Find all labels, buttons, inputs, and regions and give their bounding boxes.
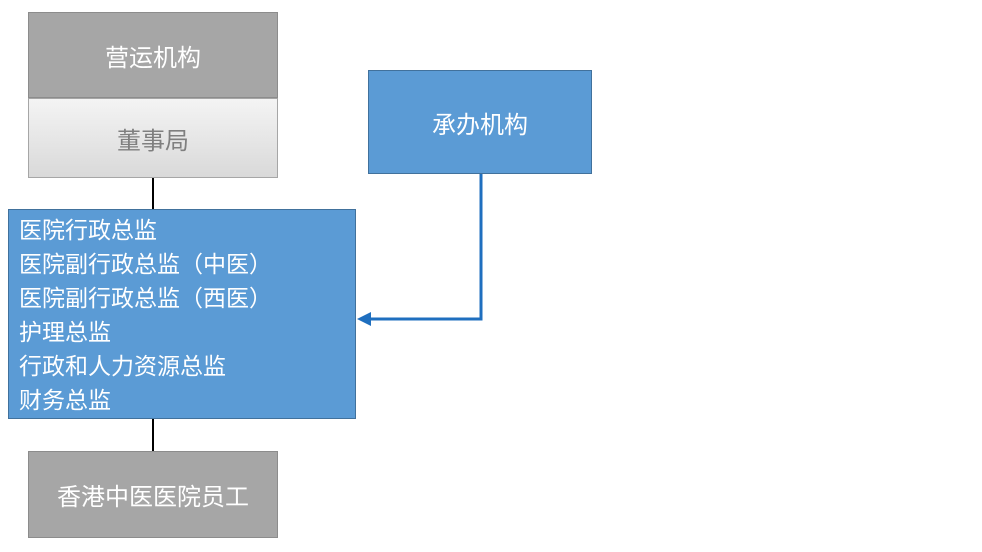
undertaker-node: 承办机构 — [368, 70, 592, 174]
executive-role: 医院副行政总监（中医） — [19, 252, 272, 278]
board-label: 董事局 — [117, 126, 189, 155]
undertaker-label: 承办机构 — [432, 110, 528, 139]
executive-role: 护理总监 — [19, 320, 111, 346]
executives-node: 医院行政总监 医院副行政总监（中医） 医院副行政总监（西医） 护理总监 行政和人… — [8, 209, 356, 419]
executive-role: 医院行政总监 — [19, 218, 157, 244]
executive-role: 行政和人力资源总监 — [19, 354, 226, 380]
staff-label: 香港中医医院员工 — [57, 483, 249, 511]
operator-node: 营运机构 — [28, 12, 278, 98]
staff-node: 香港中医医院员工 — [28, 451, 278, 538]
board-node: 董事局 — [28, 98, 278, 178]
executive-role: 财务总监 — [19, 388, 111, 414]
executive-role: 医院副行政总监（西医） — [19, 286, 272, 312]
arrow-head — [357, 312, 371, 326]
operator-label: 营运机构 — [105, 43, 201, 72]
undertaker-to-executives-arrow — [370, 174, 483, 321]
